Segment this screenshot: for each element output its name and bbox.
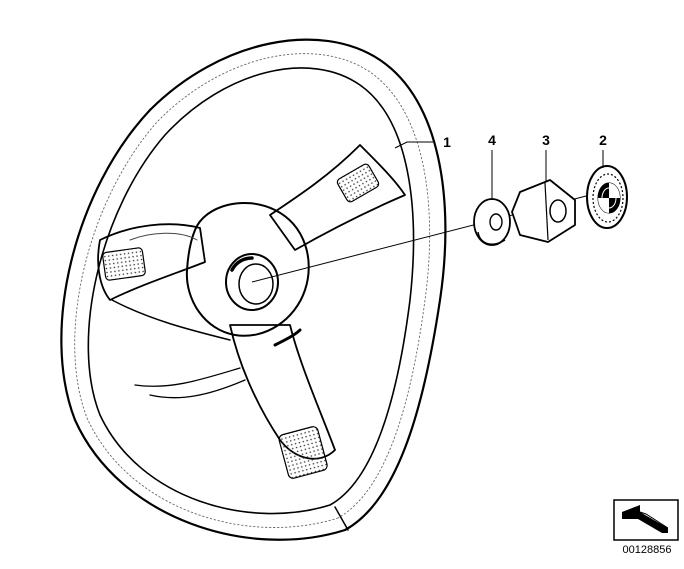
catalog-symbol-arrow-head [639,511,669,529]
wheel-hub [185,202,310,337]
rim-back-lower [111,299,231,341]
callout-2: 2 [599,132,607,148]
hex-nut-face [544,182,549,241]
rim-back-lower-2 [134,367,241,387]
hub-bore-outer [225,253,279,311]
spoke-left-pad [102,247,146,281]
hub-lower-shadow [273,328,302,347]
washer-hole [489,213,503,231]
rim-stitching [74,53,431,528]
bent-arrow-icon [613,499,679,541]
callout-4: 4 [488,132,496,148]
document-number: 00128856 [623,544,672,556]
wheel-rim-inner [87,67,415,515]
spoke-bottom-pad [278,426,328,479]
rim-back-lower-3 [149,379,246,399]
hub-bore-shadow [230,256,254,272]
emblem-cap [586,165,628,229]
hub-bore-inner [238,263,274,305]
leader-1 [394,141,433,149]
emblem-ring [601,187,617,209]
callout-1: 1 [443,134,451,150]
steering-wheel [60,38,447,541]
wheel-rim-outer [60,38,447,541]
emblem-quarters [598,183,620,213]
hex-nut-bore [549,199,567,223]
callout-3: 3 [542,132,550,148]
callout-leaders [394,141,604,200]
washer [473,198,511,246]
spoke-upper-right [269,144,406,251]
emblem-rim-inner [592,173,624,223]
hub-shading [129,232,198,241]
hex-nut [511,179,576,243]
catalog-symbol-arrow [622,505,668,533]
rim-seam [334,506,349,531]
spoke-right-pad [336,163,380,203]
washer-edge [477,231,506,245]
hex-nut-body [511,179,576,243]
spoke-left [97,223,206,301]
